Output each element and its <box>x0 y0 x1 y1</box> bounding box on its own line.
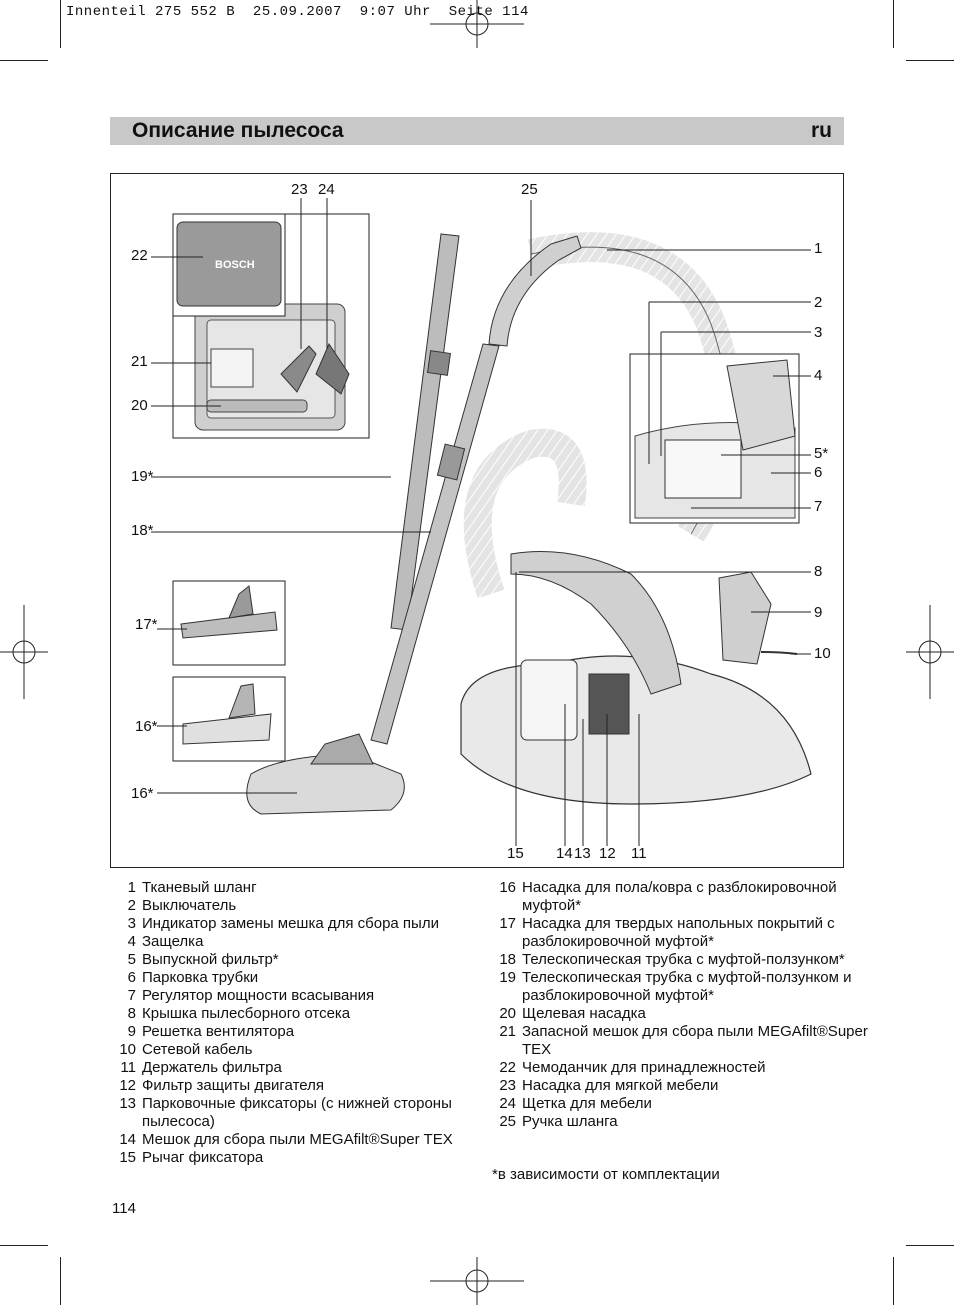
callout-6: 6 <box>814 464 823 481</box>
crop-mark <box>893 1257 894 1305</box>
vacuum-diagram: BOSCH <box>110 173 844 868</box>
crevice-nozzle <box>206 399 308 413</box>
callout-23: 23 <box>291 181 308 198</box>
callout-13: 13 <box>574 845 591 862</box>
callout-21: 21 <box>131 353 148 370</box>
nozzle-joint <box>310 733 374 765</box>
callout-18: 18* <box>131 522 154 539</box>
title-bar: Описание пылесоса ru <box>110 117 844 145</box>
language-code: ru <box>811 119 832 142</box>
callout-3: 3 <box>814 324 823 341</box>
crop-mark <box>906 1245 954 1246</box>
print-header: Innenteil 275 552 B 25.09.2007 9:07 Uhr … <box>66 4 529 20</box>
case-closed <box>176 221 282 307</box>
callout-5: 5* <box>814 445 829 462</box>
callout-8: 8 <box>814 563 823 580</box>
tube-sleeve <box>427 350 451 376</box>
fan-grille <box>718 571 772 665</box>
callout-25: 25 <box>521 181 538 198</box>
tube-slider <box>436 443 466 481</box>
crop-mark <box>0 60 48 61</box>
callout-4: 4 <box>814 367 823 384</box>
exhaust-filter-grid <box>664 439 742 499</box>
hose-lower <box>463 428 587 599</box>
floor-carpet-nozzle-small <box>182 713 272 745</box>
callout-16b: 16* <box>131 785 154 802</box>
crop-mark <box>906 60 954 61</box>
dust-compartment-lid <box>510 551 682 695</box>
upholstery-nozzle <box>280 345 317 393</box>
callout-19: 19* <box>131 468 154 485</box>
callout-15: 15 <box>507 845 524 862</box>
callout-1: 1 <box>814 240 823 257</box>
page-number: 114 <box>112 1200 136 1217</box>
callout-11: 11 <box>631 845 647 862</box>
callout-16a: 16* <box>135 718 158 735</box>
crop-mark <box>60 1257 61 1305</box>
vacuum-illustration: BOSCH <box>151 198 812 846</box>
hose-handle <box>488 235 582 347</box>
callout-24: 24 <box>318 181 335 198</box>
floor-carpet-nozzle-large <box>246 753 405 815</box>
callout-14: 14 <box>556 845 573 862</box>
callout-9: 9 <box>814 604 823 621</box>
crop-mark <box>893 0 894 48</box>
hard-floor-neck <box>228 585 254 619</box>
callout-7: 7 <box>814 498 823 515</box>
footnote: *в зависимости от комплектации <box>492 1166 720 1183</box>
bosch-logo: BOSCH <box>215 259 255 271</box>
dust-bag <box>520 659 578 741</box>
page-title: Описание пылесоса <box>132 119 344 142</box>
crop-mark <box>60 0 61 48</box>
crop-mark <box>0 1245 48 1246</box>
furniture-brush <box>315 342 350 395</box>
motor-filter <box>588 673 630 735</box>
callout-12: 12 <box>599 845 616 862</box>
floor-carpet-neck <box>228 683 256 719</box>
callout-10: 10 <box>814 645 831 662</box>
vacuum-body <box>460 655 812 805</box>
spare-bag <box>210 348 254 388</box>
filter-flap <box>726 359 796 451</box>
telescopic-tube-18 <box>370 343 500 745</box>
callout-20: 20 <box>131 397 148 414</box>
callout-22: 22 <box>131 247 148 264</box>
callout-2: 2 <box>814 294 823 311</box>
callout-17: 17* <box>135 616 158 633</box>
